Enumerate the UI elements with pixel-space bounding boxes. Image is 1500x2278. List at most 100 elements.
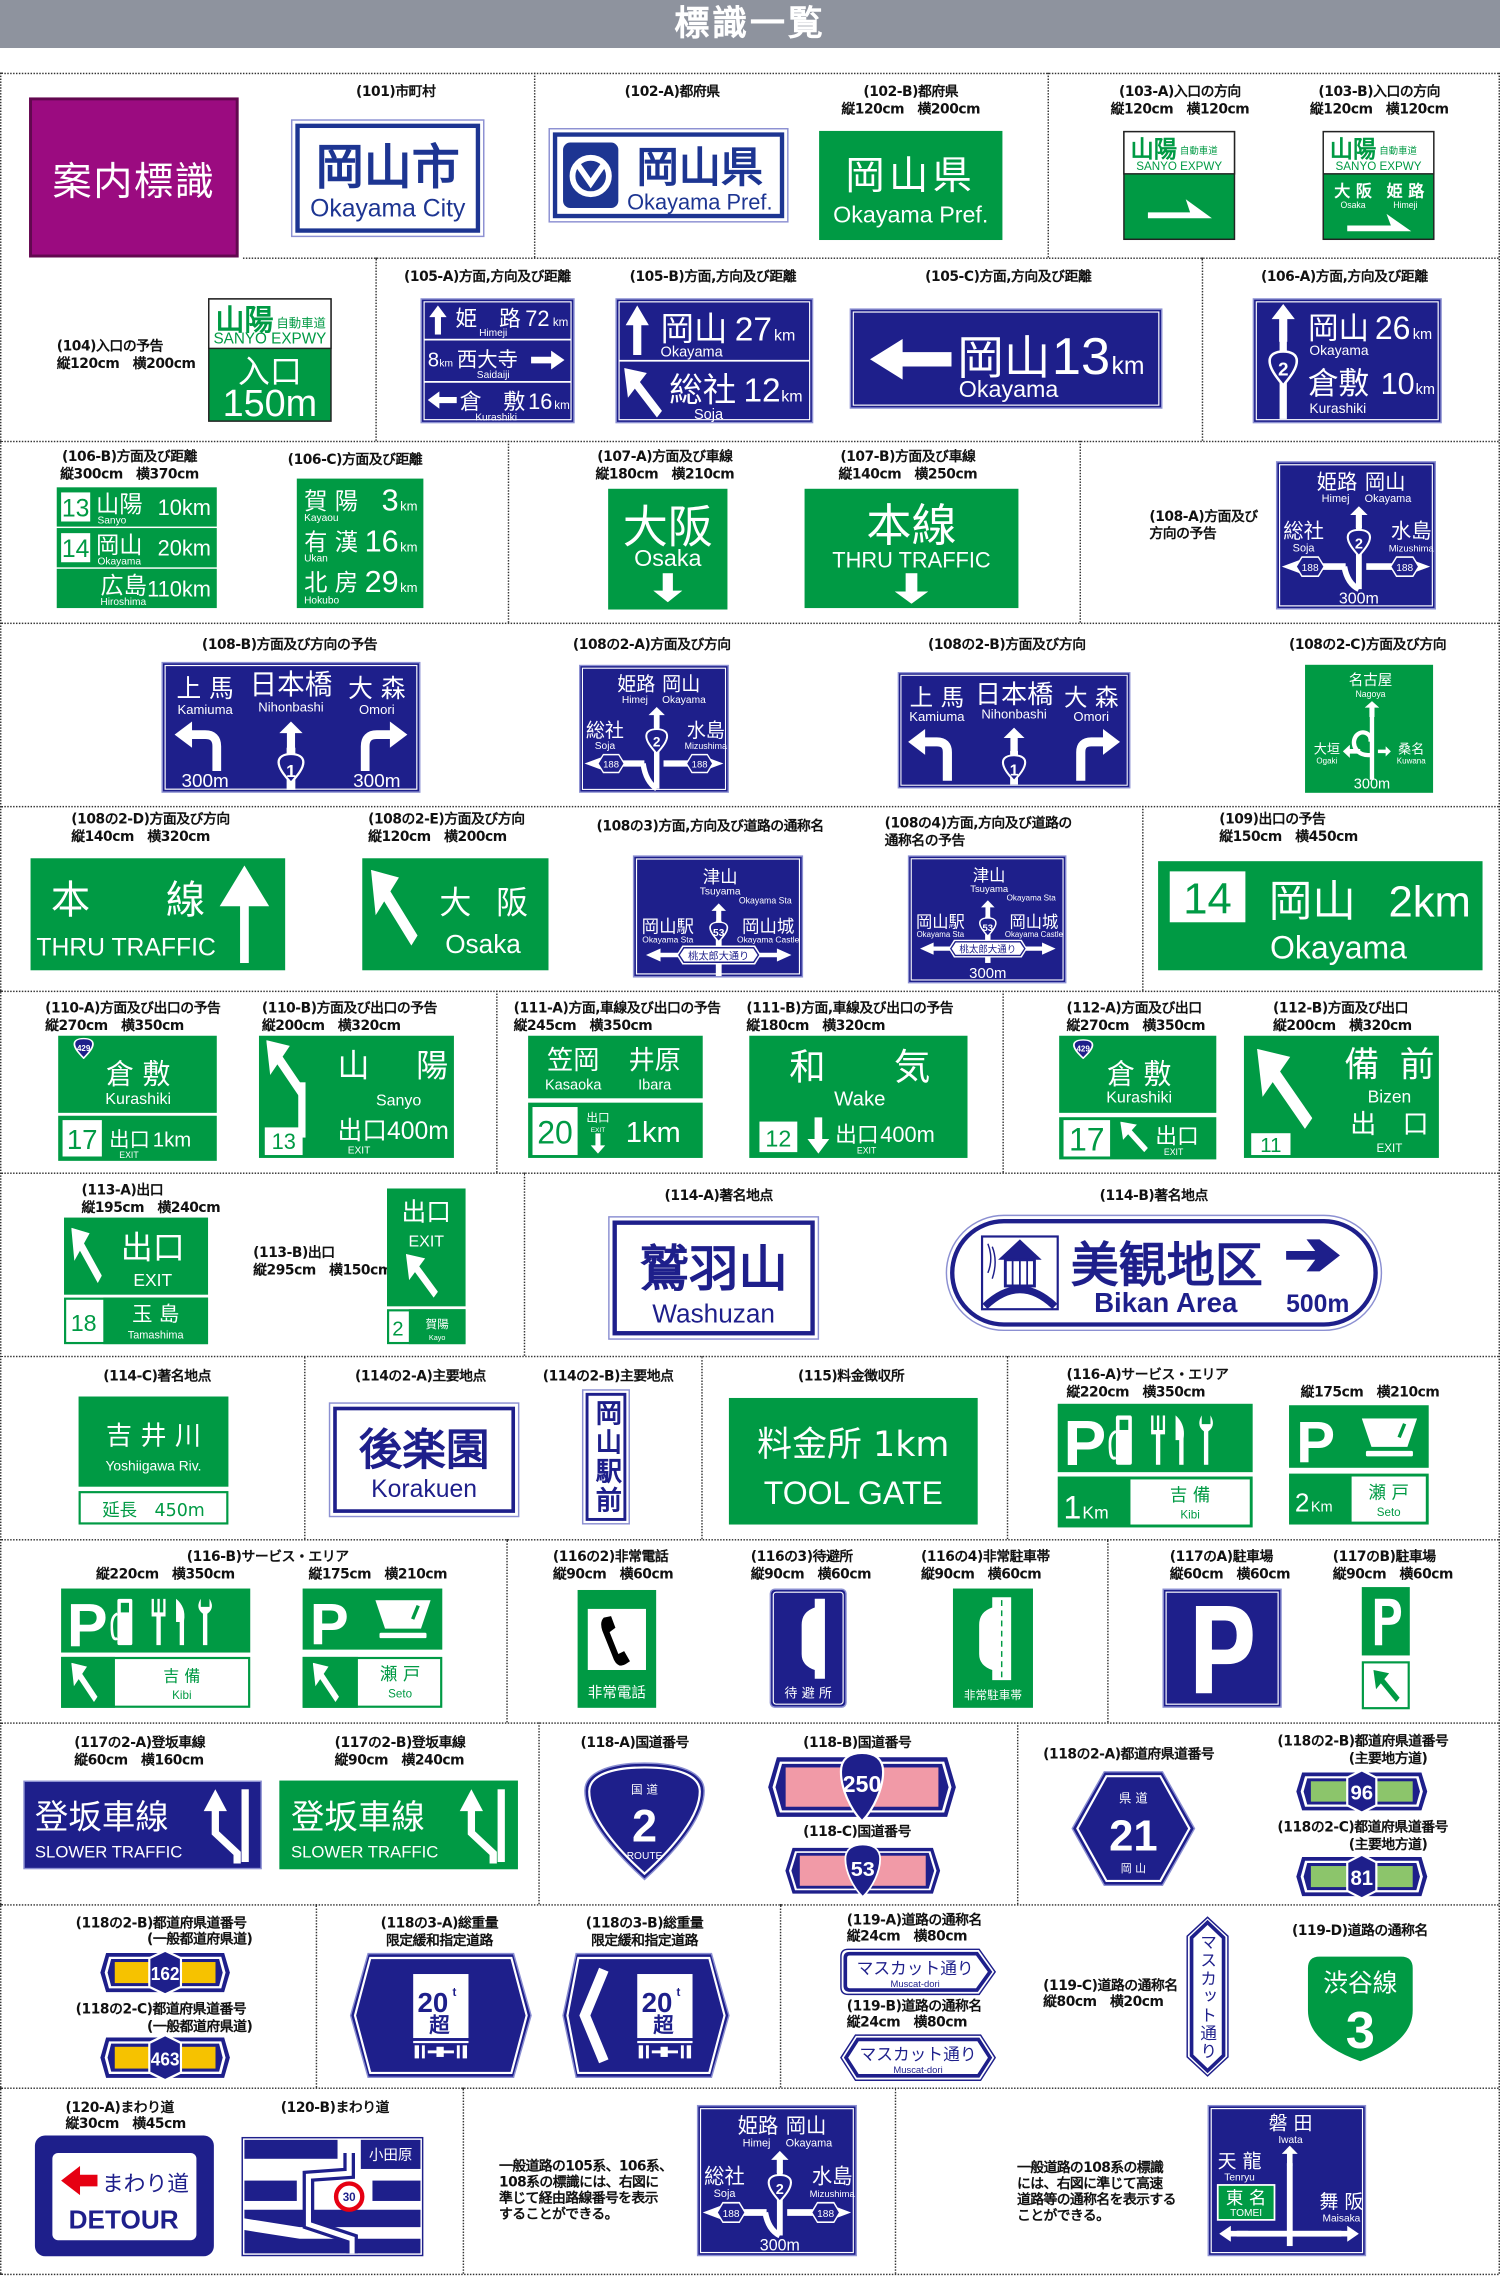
label-102b: (102-B)都府県縦120cm 横200cm xyxy=(841,84,980,117)
sign-dims: 縦90cm 横60cm xyxy=(750,1565,872,1582)
sign-code: (105-C)方面,方向及び距離 xyxy=(925,269,1092,286)
destination-jp: 岡山 xyxy=(1269,876,1356,927)
label-115: (115)料金徴収所 xyxy=(798,1369,905,1386)
grid-line xyxy=(0,1904,1499,1906)
expressway-name-en: SANYO EXPWY xyxy=(1136,160,1222,173)
detour-jp: まわり道 xyxy=(102,2172,189,2197)
destination-en: Osaka xyxy=(1340,200,1365,210)
sign-dims: 縦175cm 横210cm xyxy=(1300,1384,1440,1401)
sign-border xyxy=(1189,1919,1226,2074)
prefectural-route-hexagon-icon xyxy=(148,2033,183,2082)
sign-106c-direction-distance: 賀 陽 Kayaou 3 km 有 漢 Ukan 16 km 北 房 Hokub… xyxy=(296,478,424,609)
label-114b: (114-B)著名地点 xyxy=(1100,1188,1209,1205)
label-109: (109)出口の予告縦150cm 横450cm xyxy=(1219,812,1358,845)
sign-code: (107-B)方面及び車線 xyxy=(840,449,976,466)
destination-en: Okayama Sta xyxy=(917,930,965,939)
grid-line xyxy=(1047,72,1049,258)
parking-p-icon xyxy=(1195,1605,1253,1694)
sign-code: (108の2-B)方面及び方向 xyxy=(927,637,1086,654)
destination-jp: 姫 路 xyxy=(455,307,521,332)
exit-number: 12 xyxy=(765,1125,791,1151)
sign-border xyxy=(1210,2108,1364,2254)
place-name-vertical: 岡山駅前 xyxy=(591,1398,622,1516)
exit-number-box xyxy=(1251,1133,1291,1156)
distance: 26 xyxy=(1375,310,1411,346)
destination-jp: 大 阪 xyxy=(1334,181,1373,200)
label-120b: (120-B)まわり道 xyxy=(281,2100,390,2117)
turn-curve xyxy=(762,2211,782,2239)
destination-en: Ibara xyxy=(638,1078,672,1094)
sign-border xyxy=(295,123,481,233)
sign-border xyxy=(1076,1775,1191,1883)
turn-curve xyxy=(1341,566,1361,592)
destination-jp: 岡山 xyxy=(662,674,700,696)
route-number: 1 xyxy=(1010,763,1019,780)
label-113a: (113-A)出口縦195cm 横240cm xyxy=(81,1183,220,1216)
route-number: 53 xyxy=(983,923,994,934)
grid-line xyxy=(506,1539,508,1723)
destination-jp: 天 龍 xyxy=(1218,2151,1262,2173)
sign-105b-direction-distance: 岡山 27 km Okayama 総社 12 km Soja xyxy=(615,298,814,424)
note-route-number: 一般道路の105系、106系、 108系の標識には、右図に 準じて経由路線番号を… xyxy=(499,2159,673,2223)
detour-en: DETOUR xyxy=(69,2205,179,2235)
destination-en: Bizen xyxy=(1368,1087,1412,1107)
place-name-en: Korakuen xyxy=(371,1476,477,1503)
label-112a: (112-A)方面及び出口縦270cm 横350cm xyxy=(1066,1001,1205,1034)
destination-en: Maisaka xyxy=(1322,2213,1360,2224)
sign-panel xyxy=(23,1780,262,1870)
distance: 10km xyxy=(158,495,211,520)
label-108-3: (108の3)方面,方向及び道路の通称名 xyxy=(597,819,825,836)
route-number: 13 xyxy=(62,495,90,522)
label-116-3: (116の3)待避所縦90cm 横60cm xyxy=(750,1549,872,1582)
distance: 110km xyxy=(147,576,211,601)
area-name-jp: 吉 備 xyxy=(163,1667,200,1686)
grid-line xyxy=(1006,1355,1009,1540)
destination-jp: 津山 xyxy=(703,868,738,888)
sign-106a-direction-distance: 2 岡山 26 km Okayama 倉敷 10 km Kurashiki xyxy=(1252,298,1442,424)
destination-en: Kuwana xyxy=(1397,757,1426,766)
distance-unit: Km xyxy=(1311,1499,1333,1515)
grid-line xyxy=(0,1722,1499,1724)
sign-dims: 縦120cm 横120cm xyxy=(1309,101,1449,118)
label-117a: (117のA)駐車場縦60cm 横60cm xyxy=(1170,1549,1291,1582)
destination-en: Omori xyxy=(1073,709,1109,724)
sign-106b-direction-distance: 13 山陽 Sanyo 10km 14 岡山 Okayama 20km 広島 H… xyxy=(56,487,217,608)
destination-en: Hiroshima xyxy=(100,597,146,608)
route-number: 188 xyxy=(603,760,619,771)
sign-code: (112-B)方面及び出口 xyxy=(1273,1000,1409,1017)
arrow-shaft xyxy=(1355,525,1362,590)
parking-p-icon xyxy=(1374,1598,1402,1646)
sign-border xyxy=(699,2108,854,2254)
sign-panel xyxy=(78,1396,229,1487)
label-118-2b-main: (118の2-B)都道府県道番号(主要地方道) xyxy=(1277,1734,1448,1767)
sign-panel xyxy=(302,1656,358,1708)
national-route-shield-icon xyxy=(839,1751,885,1823)
expressway-name-jp: 山陽 xyxy=(1130,136,1177,163)
label-105c: (105-C)方面,方向及び距離 xyxy=(925,269,1092,286)
destination-jp: 岡山 xyxy=(786,2114,827,2138)
sign-118c-national-route: 53 xyxy=(785,1843,941,1899)
sign-102a-prefecture: 岡山県 Okayama Pref. xyxy=(548,128,789,223)
destination-jp: 岡山駅 xyxy=(916,913,965,932)
sign-code: (118-A)国道番号 xyxy=(580,1735,690,1752)
sign-code: (116の3)待避所 xyxy=(750,1549,853,1566)
route-number: 429 xyxy=(1076,1045,1090,1054)
exit-text-jp: 出口 xyxy=(121,1228,185,1266)
destination-en: Soja xyxy=(595,741,616,752)
arrow-right-icon xyxy=(1347,213,1412,232)
road-name: 桃太郎大通り xyxy=(688,949,749,962)
label-118-3a: (118の3-A)総重量限定緩和指定道路 xyxy=(381,1916,499,1949)
sign-panel xyxy=(408,1309,466,1345)
sign-panel xyxy=(61,1588,251,1653)
sign-panel xyxy=(581,1389,630,1525)
chevron-left-icon xyxy=(579,1967,609,2064)
grid-line xyxy=(0,622,1499,625)
grid-line xyxy=(701,1355,703,1540)
label-118b: (118-B)国道番号 xyxy=(803,1735,912,1752)
route-number: 2 xyxy=(1278,359,1289,380)
parking-bay-road-icon xyxy=(979,1597,1012,1681)
sign-dims: 縦200cm 横320cm xyxy=(1273,1017,1412,1034)
exit-number-box xyxy=(1063,1120,1111,1157)
destination-en: Okayama Castle xyxy=(1005,930,1064,939)
sign-dims: 縦24cm 横80cm xyxy=(846,1928,968,1945)
